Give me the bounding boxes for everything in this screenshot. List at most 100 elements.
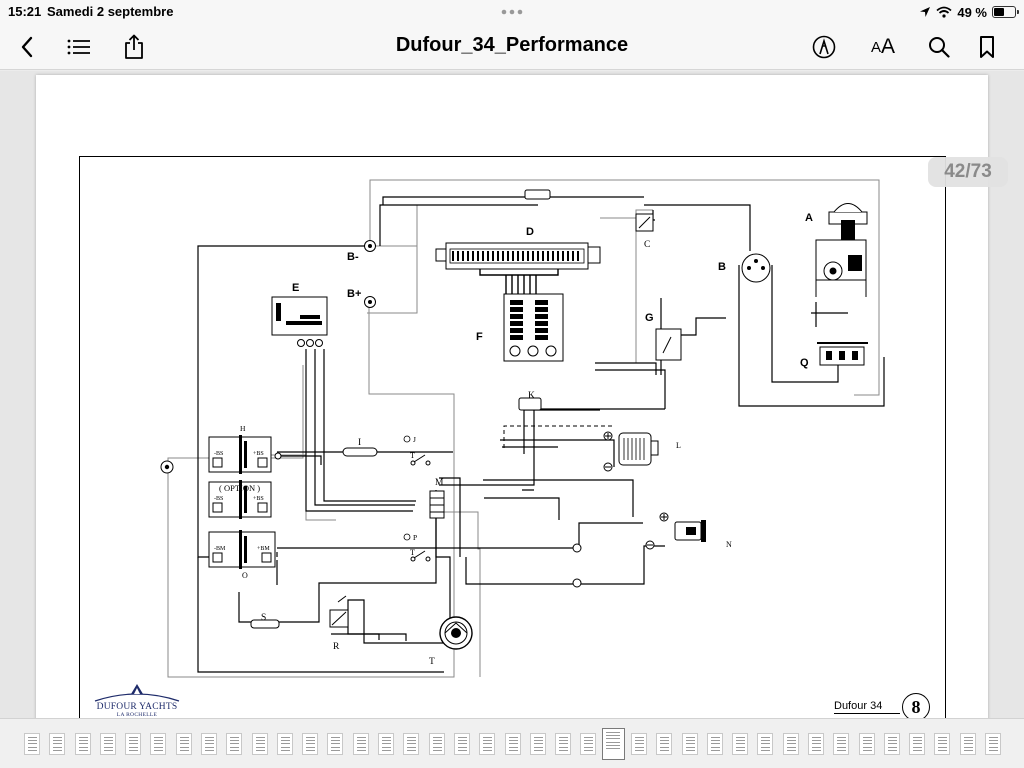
diagram-dashed-wire	[503, 425, 613, 448]
terminals-b	[160, 240, 376, 474]
thumbnail[interactable]	[150, 733, 166, 755]
thumbnail[interactable]	[125, 733, 141, 755]
search-icon	[929, 37, 950, 58]
label-j: J	[413, 435, 416, 444]
share-icon	[125, 34, 143, 59]
document-viewport[interactable]: A B D E F G Q B- B+ C K H I J T	[0, 71, 1024, 718]
thumbnail[interactable]	[555, 733, 571, 755]
thumbnail[interactable]	[505, 733, 521, 755]
battery-percentage: 49 %	[957, 4, 987, 20]
thumbnail[interactable]	[732, 733, 748, 755]
thumbnail[interactable]	[859, 733, 875, 755]
thumbnail[interactable]	[985, 733, 1001, 755]
label-bs-minus-1: -BS	[214, 451, 223, 457]
thumbnail[interactable]	[656, 733, 672, 755]
switch-j	[403, 435, 431, 466]
thumbnail-current[interactable]	[602, 728, 625, 760]
thumbnail[interactable]	[100, 733, 116, 755]
thumbnail[interactable]	[327, 733, 343, 755]
label-c: C	[644, 240, 650, 250]
share-button[interactable]	[117, 30, 151, 64]
alternator-l	[603, 431, 659, 472]
thumbnail[interactable]	[24, 733, 40, 755]
label-d: D	[526, 226, 534, 238]
wire-junctions	[274, 452, 582, 588]
busbar-d	[435, 189, 601, 294]
label-h: H	[240, 424, 246, 433]
label-s: S	[261, 613, 266, 623]
markup-button[interactable]	[807, 30, 841, 64]
thumbnail[interactable]	[580, 733, 596, 755]
label-r: R	[333, 642, 340, 652]
label-e: E	[292, 282, 299, 294]
battery-level-fill	[994, 8, 1004, 16]
bookmark-button[interactable]	[970, 30, 1004, 64]
search-button[interactable]	[922, 30, 956, 64]
thumbnail[interactable]	[783, 733, 799, 755]
thumbnail[interactable]	[302, 733, 318, 755]
logo-subtext: LA ROCHELLE	[116, 712, 158, 718]
thumbnail[interactable]	[454, 733, 470, 755]
wifi-icon	[936, 6, 952, 18]
battery-bank	[208, 435, 276, 569]
label-m: M	[435, 478, 444, 488]
thumbnail[interactable]	[682, 733, 698, 755]
back-button[interactable]	[10, 30, 44, 64]
thumbnail[interactable]	[378, 733, 394, 755]
label-t-p: T	[410, 548, 415, 557]
starter-motor-n	[645, 512, 706, 550]
label-bs-plus-1: +BS	[253, 451, 264, 457]
model-underline	[834, 713, 900, 714]
markup-pen-icon	[812, 35, 836, 59]
page-indicator: 42/73	[928, 157, 1008, 187]
thumbnail[interactable]	[75, 733, 91, 755]
wiring-diagram: A B D E F G Q B- B+ C K H I J T	[160, 179, 885, 678]
text-size-small-label: A	[870, 38, 881, 56]
label-t-pump: T	[429, 657, 435, 667]
thumbnail[interactable]	[757, 733, 773, 755]
label-i: I	[358, 438, 361, 448]
thumbnail[interactable]	[49, 733, 65, 755]
sailboat-logo-icon	[94, 684, 180, 702]
fuse-k	[518, 397, 542, 411]
battery-icon	[992, 6, 1019, 18]
diagram-frame	[79, 156, 946, 718]
thumbnail[interactable]	[252, 733, 268, 755]
multitasking-dots-icon[interactable]	[500, 9, 524, 15]
thumbnail[interactable]	[934, 733, 950, 755]
diagram-serif-labels: C K H I J T L M N O P T R S T ( OPTION )	[219, 240, 732, 667]
label-b-plus: B+	[347, 288, 361, 300]
sensor-b	[741, 253, 771, 283]
thumbnail[interactable]	[353, 733, 369, 755]
thumbnail[interactable]	[176, 733, 192, 755]
thumbnail[interactable]	[833, 733, 849, 755]
label-t-j: T	[410, 451, 415, 460]
thumbnail[interactable]	[884, 733, 900, 755]
fuse-s	[250, 619, 280, 629]
label-bs-minus-2: -BS	[214, 496, 223, 502]
outline-button[interactable]	[62, 30, 96, 64]
thumbnail[interactable]	[479, 733, 495, 755]
thumbnail[interactable]	[530, 733, 546, 755]
label-b: B	[718, 261, 726, 273]
thumbnail[interactable]	[277, 733, 293, 755]
thumbnail[interactable]	[201, 733, 217, 755]
thumbnail[interactable]	[808, 733, 824, 755]
status-date: Samedi 2 septembre	[47, 4, 174, 19]
thumbnail[interactable]	[226, 733, 242, 755]
windlass-a	[815, 203, 868, 297]
thumbnail[interactable]	[631, 733, 647, 755]
thumbnail[interactable]	[909, 733, 925, 755]
status-time: 15:21	[8, 4, 42, 19]
thumbnail-strip[interactable]	[0, 718, 1024, 768]
thumbnail[interactable]	[403, 733, 419, 755]
label-option: ( OPTION )	[219, 483, 260, 493]
thumbnail[interactable]	[960, 733, 976, 755]
thumbnail[interactable]	[707, 733, 723, 755]
label-k: K	[528, 391, 535, 401]
pdf-page[interactable]: A B D E F G Q B- B+ C K H I J T	[36, 75, 988, 718]
pump-t	[439, 616, 473, 650]
thumbnail[interactable]	[429, 733, 445, 755]
